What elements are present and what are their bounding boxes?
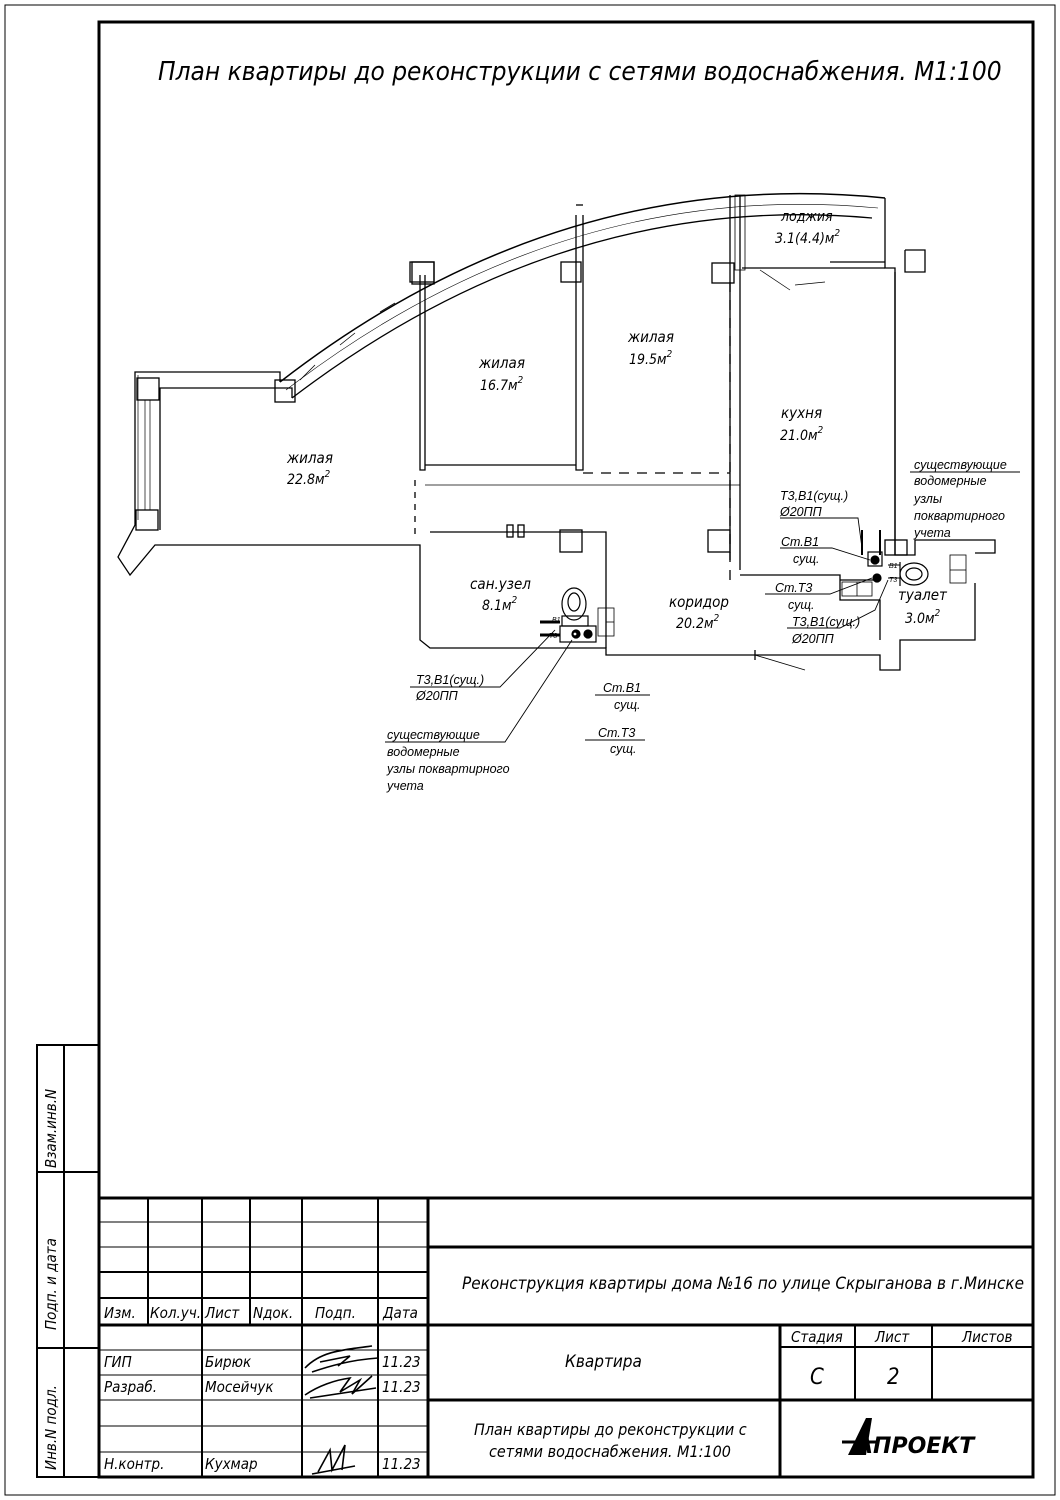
room-name-corridor: коридор: [669, 593, 729, 611]
pipe-label-bath-1: Т3,В1(сущ.): [416, 673, 484, 687]
riser-b1-bath-label-2: сущ.: [614, 698, 640, 712]
curved-facade-glazing: [285, 203, 879, 391]
room-area-toilet: 3.0м2: [905, 608, 941, 627]
meter-note-right-3: узлы: [913, 492, 942, 506]
pipe-label-kitchen-1: Т3,В1(сущ.): [780, 489, 848, 503]
pipe-label-toilet-1: Т3,В1(сущ.): [792, 615, 860, 629]
room-name-living2: жилая: [478, 354, 525, 372]
curved-facade-inner: [291, 214, 873, 399]
drawing-title-line2: сетями водоснабжения. М1:100: [489, 1442, 731, 1461]
wc-bowl-toilet: [899, 562, 929, 586]
header-list: Лист: [204, 1304, 240, 1322]
network-annotations: существующие водомерные узлы поквартирно…: [386, 458, 1007, 793]
stage-header: Стадия: [791, 1328, 843, 1346]
name-nkontr: Кухмар: [205, 1455, 258, 1473]
tag-b1-bath: В1: [552, 617, 561, 624]
sheet-header: Лист: [874, 1328, 910, 1346]
object-name: Квартира: [565, 1352, 642, 1372]
outer-trim: [4, 4, 1056, 1496]
tag-b1-toilet: В1: [889, 563, 898, 570]
room-area-bath: 8.1м2: [482, 595, 518, 614]
room-area-living1: 22.8м2: [287, 469, 331, 488]
company-logo: АПРОЕКТ: [842, 1418, 976, 1459]
tag-t3-toilet: Т3: [889, 577, 897, 584]
room-area-loggia: 3.1(4.4)м2: [775, 228, 840, 247]
meter-note-left-2: водомерные: [387, 745, 460, 759]
room-name-bath: сан.узел: [470, 575, 531, 593]
stage-value: С: [810, 1365, 824, 1390]
room-name-loggia: лоджия: [780, 209, 833, 225]
riser-b1-bath-label-1: Ст.В1: [603, 681, 641, 695]
company-logo-text: АПРОЕКТ: [854, 1434, 976, 1459]
meter-note-right-5: учета: [913, 526, 951, 540]
riser-t3-bath-label-2: сущ.: [610, 742, 636, 756]
title-block-grid: [99, 1196, 1033, 1477]
header-ndok: Nдок.: [253, 1304, 293, 1322]
title-block-headers: Изм. Кол.уч. Лист Nдок. Подп. Дата: [104, 1304, 418, 1322]
meter-note-right-2: водомерные: [914, 474, 987, 488]
stamp-sign-date: Подп. и дата: [42, 1238, 60, 1330]
signatures: [304, 1345, 379, 1475]
room-area-corridor: 20.2м2: [676, 613, 720, 632]
room-labels: жилая 22.8м2 жилая 16.7м2 жилая 19.5м2 л…: [286, 209, 948, 632]
signature-gip: [304, 1345, 379, 1373]
meter-note-right-1: существующие: [914, 458, 1007, 472]
side-stamp: [36, 1044, 100, 1478]
drawing-title-line1: План квартиры до реконструкции с: [474, 1420, 747, 1439]
header-kol-uch: Кол.уч.: [150, 1304, 201, 1322]
meter-note-left-4: учета: [386, 779, 424, 793]
pipe-label-bath-2: Ø20ПП: [415, 689, 459, 703]
role-razrab: Разраб.: [104, 1378, 157, 1396]
room-area-living2: 16.7м2: [480, 375, 524, 394]
signature-nkontr: [311, 1444, 356, 1475]
room-name-kitchen: кухня: [781, 404, 822, 422]
room-name-toilet: туалет: [898, 586, 948, 604]
header-izm: Изм.: [104, 1304, 136, 1322]
stamp-inv-original: Инв.N подл.: [42, 1385, 60, 1470]
tag-t3-bath: Т3: [549, 633, 557, 640]
name-razrab: Мосейчук: [205, 1378, 274, 1396]
pipe-label-kitchen-2: Ø20ПП: [779, 505, 823, 519]
riser-b1-label-1: Ст.В1: [781, 535, 819, 549]
date-gip: 11.23: [382, 1353, 421, 1371]
meter-note-left-1: существующие: [387, 728, 480, 742]
meter-note-left-3: узлы поквартирного: [386, 762, 510, 776]
floor-plan: [117, 192, 996, 671]
drawing-frame: [97, 20, 1035, 1479]
riser-t3-bath-label-1: Ст.Т3: [598, 726, 635, 740]
header-data: Дата: [382, 1304, 418, 1322]
sheet-title: План квартиры до реконструкции с сетями …: [158, 57, 1002, 87]
wc-bowl-bath: [561, 587, 587, 621]
room-name-living3: жилая: [627, 328, 674, 346]
pipe-label-toilet-2: Ø20ПП: [791, 632, 835, 646]
date-nkontr: 11.23: [382, 1455, 421, 1473]
date-razrab: 11.23: [382, 1378, 421, 1396]
riser-t3-label-2: сущ.: [788, 598, 814, 612]
sheets-header: Листов: [961, 1328, 1012, 1346]
riser-t3-label-1: Ст.Т3: [775, 581, 812, 595]
role-nkontr: Н.контр.: [104, 1455, 164, 1473]
room-area-living3: 19.5м2: [629, 349, 673, 368]
title-block-people: ГИП Бирюк 11.23 Разраб. Мосейчук 11.23 Н…: [104, 1353, 421, 1473]
name-gip: Бирюк: [205, 1353, 252, 1371]
project-name: Реконструкция квартиры дома №16 по улице…: [462, 1274, 1024, 1294]
room-name-living1: жилая: [286, 449, 333, 467]
sheet-value: 2: [887, 1365, 900, 1390]
room-area-kitchen: 21.0м2: [780, 425, 824, 444]
role-gip: ГИП: [104, 1353, 132, 1371]
stamp-replace-inv: Взам.инв.N: [42, 1089, 60, 1168]
signature-razrab: [304, 1375, 377, 1399]
riser-b1-label-2: сущ.: [793, 552, 819, 566]
meter-note-right-4: поквартирного: [914, 509, 1005, 523]
header-podp: Подп.: [315, 1304, 356, 1322]
curved-facade-outer: [279, 192, 886, 383]
leader-lines: [385, 471, 1020, 743]
